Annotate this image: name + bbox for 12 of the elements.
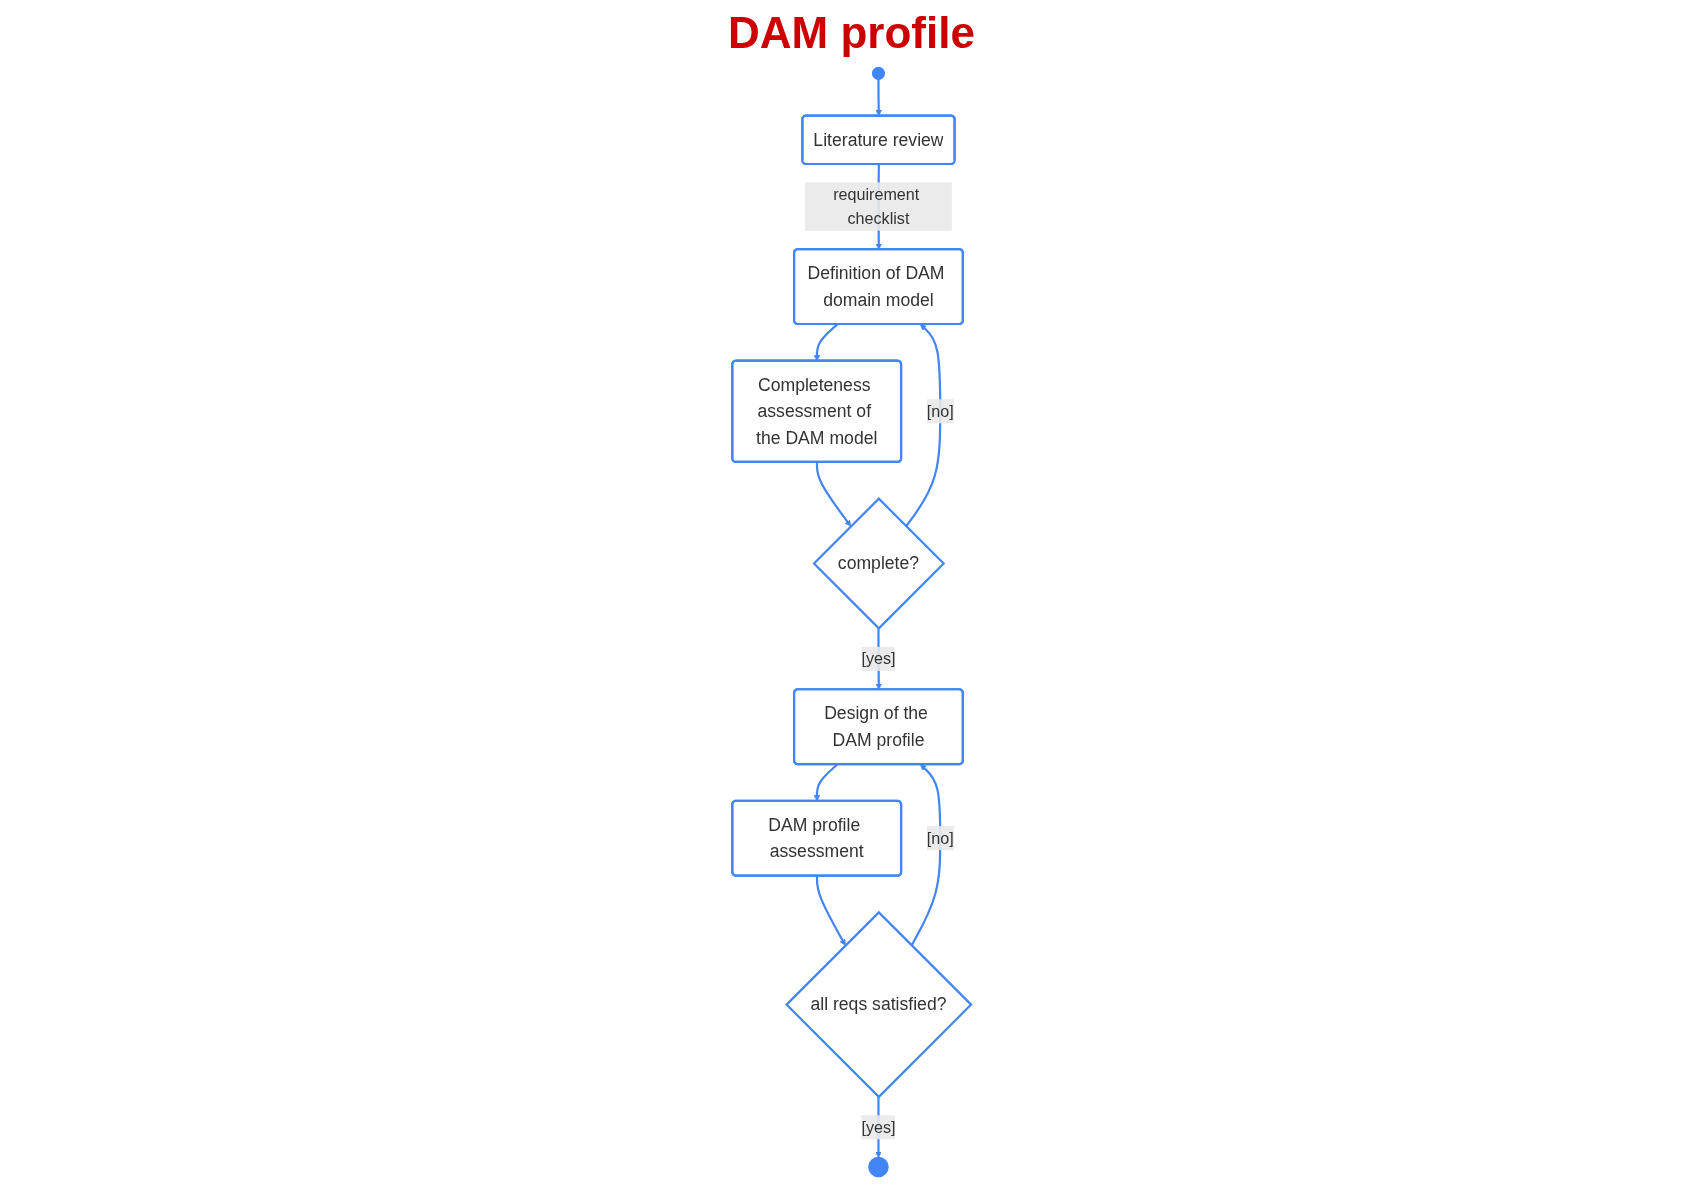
title: DAM profile [727,8,976,58]
arrow [815,876,846,946]
arrow [905,324,942,527]
node-circle [871,66,885,80]
edge-label: [yes] [861,1118,896,1137]
edge-label: [no] [926,402,954,421]
edge-label: [yes] [861,649,896,668]
node-diamond: all reqs satisfied? [784,910,973,1099]
edge-label: [no] [926,829,954,848]
node-diamond: complete? [812,497,946,630]
arrow [815,462,851,527]
edge-label: requirement checklist [832,185,920,228]
